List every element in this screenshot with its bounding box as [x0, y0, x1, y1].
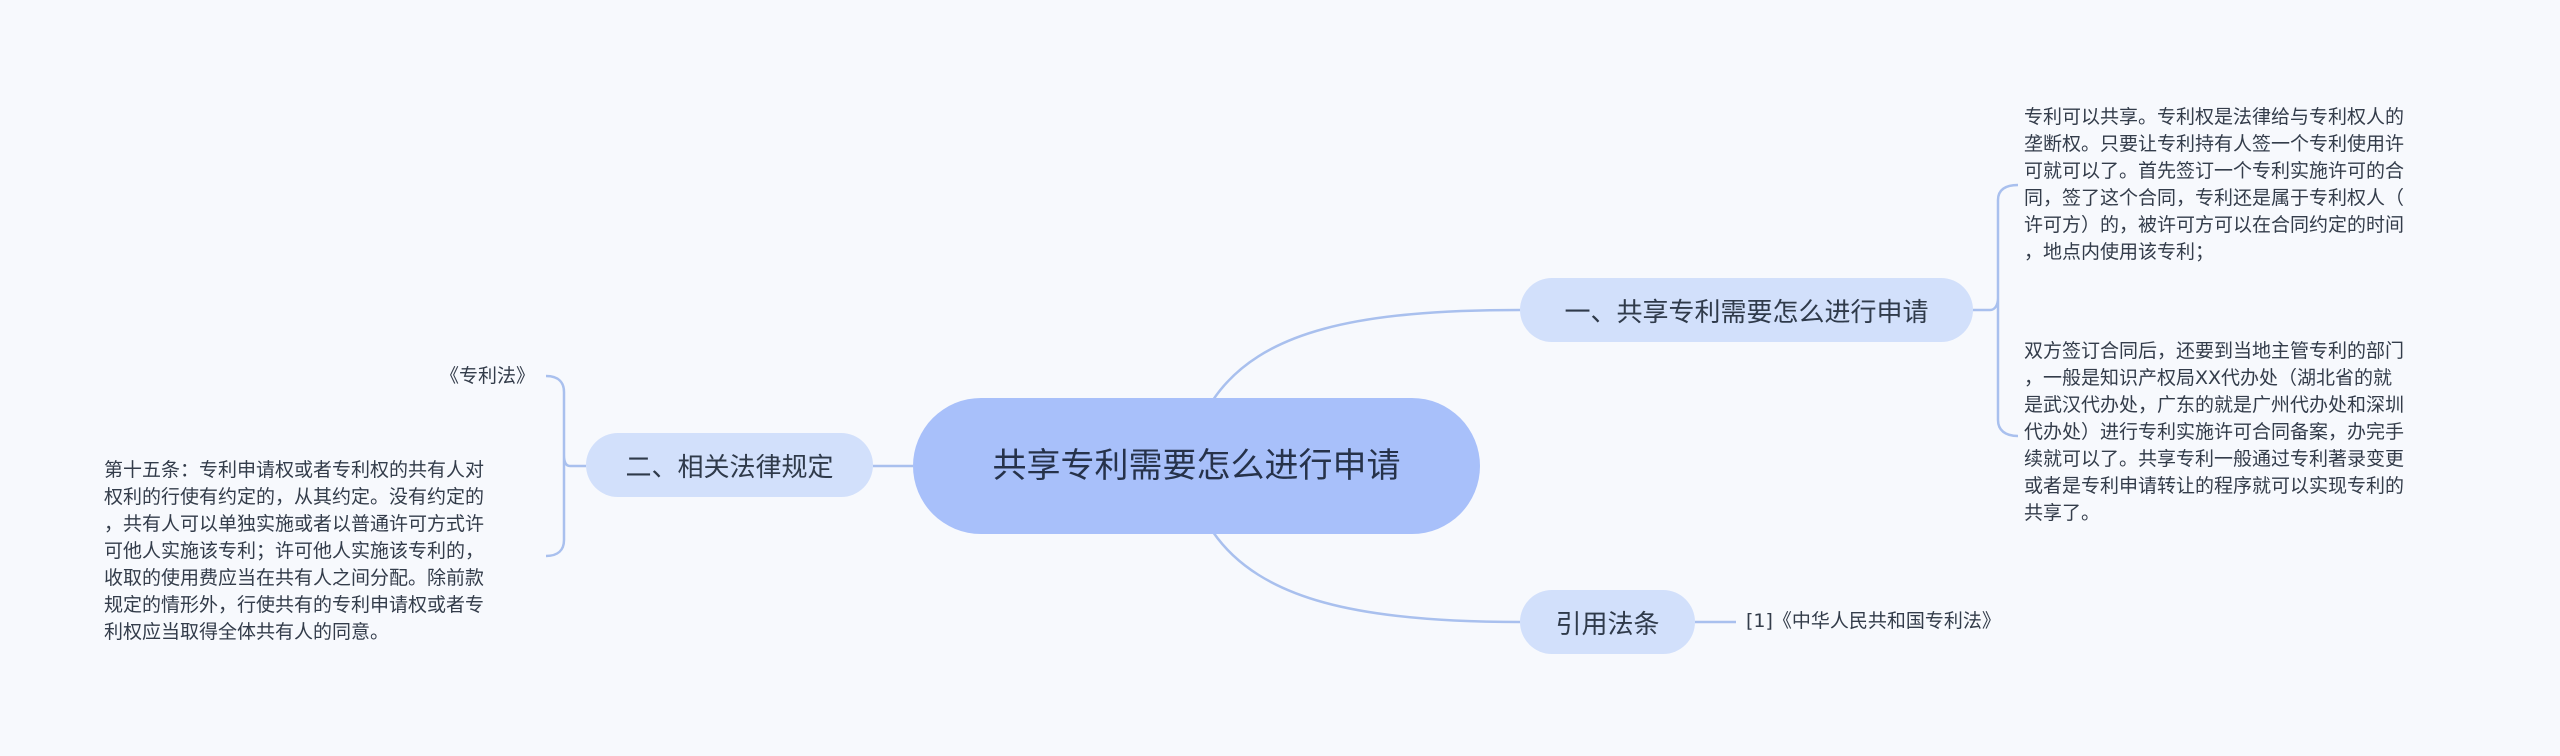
branch-topic-cited-law[interactable]: 引用法条 — [1520, 590, 1695, 654]
branch-topic-legal-provisions[interactable]: 二、相关法律规定 — [586, 433, 873, 497]
branch-topic-label: 二、相关法律规定 — [625, 452, 834, 483]
leaf-note-contract-filing[interactable]: 双方签订合同后，还要到当地主管专利的部门 ，一般是知识产权局XX代办处（湖北省的… — [2024, 340, 2405, 524]
connector-branch1-bracket — [1973, 183, 2019, 438]
leaf-note-article-15[interactable]: 第十五条：专利申请权或者专利权的共有人对 权利的行使有约定的，从其约定。没有约定… — [104, 459, 485, 643]
leaf-note-patent-sharing[interactable]: 专利可以共享。专利权是法律给与专利权人的 垄断权。只要让专利持有人签一个专利使用… — [2024, 106, 2405, 263]
connector-branch2-bracket — [545, 374, 586, 558]
branch-topic-label: 引用法条 — [1555, 609, 1660, 640]
branch-topic-how-to-apply[interactable]: 一、共享专利需要怎么进行申请 — [1520, 278, 1973, 342]
branch-topic-label: 一、共享专利需要怎么进行申请 — [1564, 297, 1929, 328]
root-topic[interactable]: 共享专利需要怎么进行申请 — [913, 398, 1480, 534]
root-topic-label: 共享专利需要怎么进行申请 — [992, 446, 1401, 486]
leaf-note-patent-law-title[interactable]: 《专利法》 — [439, 365, 535, 387]
connector-root-branch3 — [1211, 531, 1521, 624]
leaf-note-citation[interactable]: [1]《中华人民共和国专利法》 — [1746, 610, 2001, 632]
connector-root-branch1 — [1211, 308, 1521, 401]
